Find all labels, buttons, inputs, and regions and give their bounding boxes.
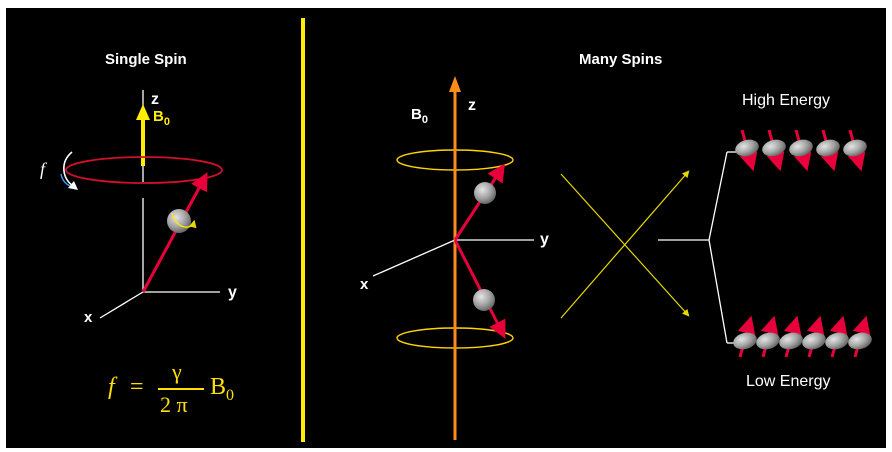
- low-energy-spins: [733, 315, 872, 358]
- x-axis-label: x: [84, 309, 93, 326]
- spin-vector: [141, 172, 208, 293]
- y-axis-label: y: [228, 284, 237, 301]
- high-energy-spin: [789, 129, 813, 172]
- high-energy-spins: [735, 129, 867, 172]
- crossing-arrow-down: [560, 173, 690, 317]
- spin-particle: [167, 209, 191, 233]
- field-subscript: 0: [163, 116, 170, 128]
- spin-vector-down: [453, 239, 506, 339]
- frequency-symbol: f: [40, 159, 46, 179]
- high-energy-label: High Energy: [742, 92, 831, 109]
- low-energy-spin: [848, 315, 872, 358]
- diagram-graphics: [60, 18, 872, 442]
- spin-rotation-arrow: [171, 212, 197, 229]
- field-label-b0-many: B0: [411, 107, 428, 126]
- low-energy-spin: [756, 315, 780, 358]
- z-axis-label-many: z: [468, 97, 476, 114]
- precession-direction-arrowhead: [68, 181, 78, 190]
- single-spin-diagram: [60, 90, 223, 319]
- low-energy-spin: [779, 315, 803, 358]
- x-axis: [99, 291, 144, 319]
- field-arrowhead: [136, 104, 150, 120]
- formula-numerator: γ: [172, 359, 182, 384]
- low-energy-spin: [733, 315, 757, 358]
- formula-field: B0: [210, 375, 234, 404]
- many-spins-title: Many Spins: [579, 51, 663, 68]
- z-axis-label: z: [151, 91, 159, 108]
- low-energy-spin: [825, 315, 849, 358]
- precession-direction-arrow: [63, 151, 74, 187]
- spin-particle-up: [474, 182, 496, 204]
- y-axis-label-many: y: [540, 231, 549, 248]
- formula-field-subscript: 0: [226, 386, 235, 404]
- z-axis-arrowhead: [449, 76, 461, 92]
- many-spins-diagram: [372, 76, 872, 440]
- formula-field-symbol: B: [210, 374, 227, 400]
- formula-equals: =: [130, 374, 144, 400]
- spin-vector-up: [453, 163, 505, 241]
- diagram-canvas: Single Spin z B0 f y x f = γ 2 π B0 Many…: [6, 8, 886, 448]
- high-energy-spin: [762, 129, 786, 172]
- precession-ring: [65, 156, 223, 184]
- high-energy-spin: [735, 129, 759, 172]
- low-energy-spin: [802, 315, 826, 358]
- x-axis-label-many: x: [360, 276, 369, 293]
- low-energy-label: Low Energy: [746, 373, 831, 390]
- high-energy-spin: [843, 129, 867, 172]
- field-subscript-many: 0: [421, 114, 428, 126]
- formula-denominator: 2 π: [160, 392, 188, 417]
- field-symbol: B: [153, 108, 164, 125]
- spin-particle-down: [473, 289, 495, 311]
- splitting-branch-low: [708, 239, 728, 344]
- splitting-branch-high: [708, 151, 728, 241]
- field-symbol-many: B: [411, 106, 422, 123]
- high-energy-spin: [816, 129, 840, 172]
- x-axis: [372, 239, 456, 277]
- field-label-b0: B0: [153, 109, 170, 128]
- single-spin-title: Single Spin: [105, 51, 187, 68]
- precession-direction-highlight: [60, 173, 71, 187]
- formula-fraction-bar: [158, 388, 204, 390]
- formula-lhs: f: [108, 374, 115, 400]
